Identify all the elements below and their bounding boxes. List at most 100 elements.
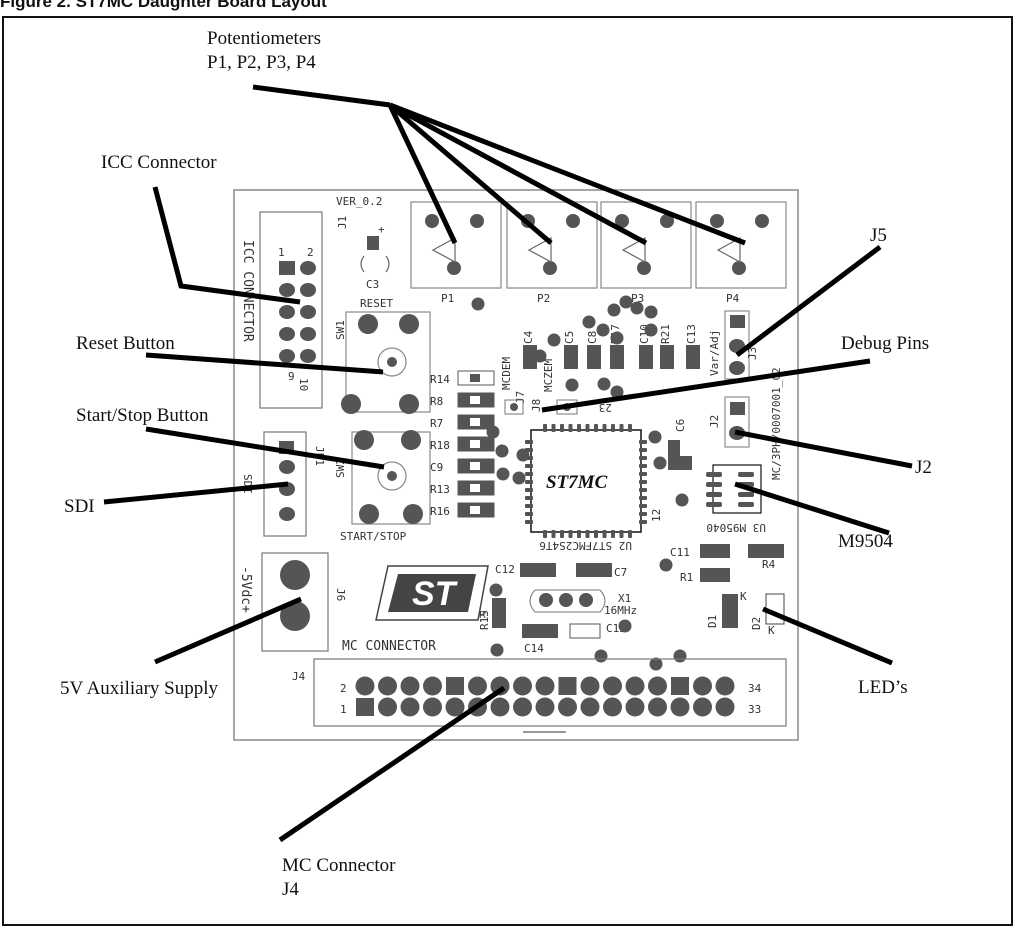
leader-p2 [388, 103, 553, 245]
crystal-area: C12 C7 X1 16MHz R15 C15 C14 [478, 563, 637, 655]
j4-silk: J4 [292, 670, 306, 683]
j8-label: J8 [530, 399, 543, 412]
res-label-r18: R18 [430, 439, 450, 452]
j3-header: Var/Adj J3 [708, 310, 759, 380]
callout-j2: J2 [915, 457, 932, 478]
st7mc-chip: ST7MC 23 12 U2 ST7FMC2S4T6 [525, 401, 663, 552]
callout-j5: J5 [870, 225, 887, 246]
pot-label-2: P2 [537, 292, 550, 305]
led-k1-label: K [740, 590, 747, 603]
supply-connector: -5Vdc+ J6 [238, 552, 347, 652]
c3-outline [360, 255, 390, 273]
c3-capacitor [367, 236, 379, 250]
c3-plus: + [378, 223, 385, 236]
figure-frame [2, 16, 1013, 926]
j1-label: J1 [336, 216, 349, 229]
figure-title: Figure 2. ST7MC Daughter Board Layout [0, 0, 327, 11]
callout-start-stop-button: Start/Stop Button [76, 405, 209, 426]
chip-pin12-label: 12 [650, 509, 663, 522]
icc-connector: ICC CONNECTOR 1 2 9 10 [240, 211, 323, 409]
c7-label: C7 [614, 566, 627, 579]
pot-label-1: P1 [441, 292, 454, 305]
chip-label: ST7MC [546, 472, 608, 493]
res-label-r8: R8 [430, 395, 443, 408]
pot-label-4: P4 [726, 292, 740, 305]
led-k2-label: K [768, 624, 775, 637]
top-label-c4: C4 [522, 330, 535, 344]
leader-debug [541, 358, 871, 413]
callout-potentiometers-line2: P1, P2, P3, P4 [207, 52, 316, 73]
var-adj-label: Var/Adj [708, 330, 721, 376]
version-label: VER_0.2 [336, 195, 382, 208]
res-label-r13: R13 [430, 483, 450, 496]
leader-reset [145, 352, 384, 375]
start-stop-button-footprint: SW2 START/STOP [334, 430, 431, 543]
j6-label: J6 [334, 588, 347, 601]
j3-label: J3 [746, 347, 759, 360]
res-label-r7: R7 [430, 417, 443, 430]
right-side-parts: C6 C11 R1 R4 D1 D2 K K [668, 419, 785, 637]
j7-label: J7 [514, 391, 527, 404]
res-label-r16: R16 [430, 505, 450, 518]
pin2-label: 2 [340, 682, 347, 695]
leader-m9504 [734, 481, 890, 536]
callout-m9504: M9504 [838, 531, 893, 552]
svg-text:R: R [479, 610, 486, 621]
sw1-label: SW1 [334, 320, 347, 340]
top-label-c8: C8 [586, 331, 599, 344]
leader-j2 [734, 429, 913, 469]
leader-supply [154, 596, 302, 665]
potentiometer-group: P1 P2 P3 P4 [410, 201, 787, 305]
j2-silk: J2 [708, 415, 721, 428]
callout-icc-connector: ICC Connector [101, 152, 217, 173]
c14-label: C14 [524, 642, 544, 655]
c12-label: C12 [495, 563, 515, 576]
c6-label: C6 [674, 419, 687, 432]
mc-connector-j4: MC CONNECTOR J4 2 1 34 33 [292, 639, 787, 733]
u2-label: U2 ST7FMC2S4T6 [539, 539, 632, 552]
leader-p1 [387, 103, 458, 245]
leader-p4 [389, 102, 746, 246]
mcdem-label: MCDEM [500, 357, 513, 390]
callout-reset-button: Reset Button [76, 333, 175, 354]
reset-silk: RESET [360, 297, 393, 310]
mczem-label: MCZEM [542, 359, 555, 392]
callout-aux-supply: 5V Auxiliary Supply [60, 678, 218, 699]
top-component-row: C4C5C8R17C10R21C13 [522, 324, 700, 369]
top-label-c13: C13 [685, 324, 698, 344]
x1-label: X1 [618, 592, 631, 605]
callout-mc-connector-line2: J4 [282, 879, 299, 900]
leader-mc-connector [278, 685, 506, 843]
res-label-c9: C9 [430, 461, 443, 474]
svg-text:ST: ST [412, 575, 459, 613]
icc-pin2-label: 2 [307, 246, 314, 259]
leader-icc [152, 186, 301, 305]
eeprom-footprint: U3 M95040 [706, 464, 766, 534]
leader-j5 [735, 245, 882, 357]
d1-label: D1 [706, 615, 719, 628]
d2-label: D2 [750, 617, 763, 630]
mc-connector-silk: MC CONNECTOR [342, 639, 436, 654]
icc-connector-silk: ICC CONNECTOR [240, 240, 255, 342]
pin34-label: 34 [748, 682, 762, 695]
r1-label: R1 [680, 571, 693, 584]
callout-mc-connector-line1: MC Connector [282, 855, 396, 876]
pot-label-3: P3 [631, 292, 644, 305]
top-label-c5: C5 [563, 331, 576, 344]
reset-button-footprint: RESET SW1 [334, 297, 431, 414]
res-label-r14: R14 [430, 373, 450, 386]
top-label-r21: R21 [659, 324, 672, 344]
freq-label: 16MHz [604, 604, 637, 617]
pin33-label: 33 [748, 703, 761, 716]
figure-header: Figure 2. ST7MC Daughter Board Layout [0, 0, 1016, 14]
supply-silk: -5Vdc+ [238, 566, 253, 613]
callout-potentiometers-line1: Potentiometers [207, 28, 321, 49]
c11-label: C11 [670, 546, 690, 559]
via-dots [471, 295, 689, 671]
r4-label: R4 [762, 558, 776, 571]
leader-leds [762, 606, 893, 666]
start-stop-silk: START/STOP [340, 530, 407, 543]
pin1-label: 1 [340, 703, 347, 716]
callout-leds: LED’s [858, 677, 908, 698]
